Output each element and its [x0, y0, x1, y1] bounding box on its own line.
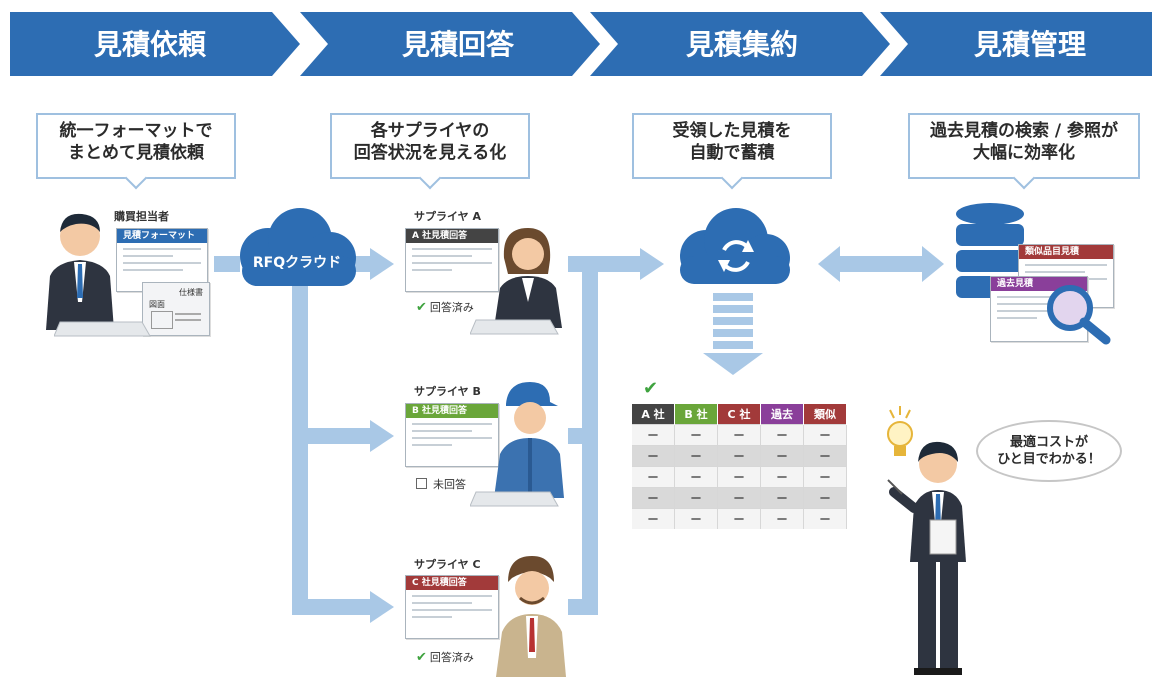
buyer-role-label: 購買担当者: [114, 210, 169, 223]
check-icon: ✔: [416, 650, 427, 665]
rfq-cloud-label: RFQクラウド: [252, 255, 342, 271]
magnifier-icon: [1047, 285, 1111, 345]
col-c: C 社: [717, 404, 761, 425]
bubble-request-line2: まとめて見積依頼: [68, 143, 204, 163]
col-past: 過去: [760, 404, 804, 425]
bubble-answer-line2: 回答状況を見える化: [353, 143, 507, 163]
unchecked-box-icon: [416, 478, 427, 489]
buyer-person-icon: [46, 213, 114, 330]
document-stack: 仕様書 図面: [142, 282, 210, 336]
supplier-c-status: ✔回答済み: [416, 649, 474, 665]
supplier-a-keyboard-icon: [470, 319, 559, 335]
comparison-table: A 社 B 社 C 社 過去 類似 ーーーーー ーーーーー ーーーーー ーーーー…: [632, 404, 847, 529]
supplier-c-card: C 社見積回答: [405, 575, 499, 639]
doc-spec-label: 仕様書: [179, 288, 203, 297]
storage-cloud-icon: [680, 208, 790, 284]
step-3-label: 見積集約: [686, 28, 798, 61]
step-4-label: 見積管理: [974, 28, 1086, 61]
bubble-request-line1: 統一フォーマットで: [59, 121, 213, 141]
bubble-manage: 過去見積の検索 / 参照が 大幅に効率化: [908, 113, 1140, 179]
supplier-c-card-title: C 社見積回答: [406, 576, 498, 590]
supplier-a-person-icon: [494, 228, 562, 328]
step-1-label: 見積依頼: [94, 28, 207, 61]
bubble-request: 統一フォーマットで まとめて見積依頼: [36, 113, 236, 179]
format-card: 見積フォーマット: [116, 228, 208, 292]
supplier-b-name: サプライヤ B: [414, 385, 481, 398]
bubble-aggregate: 受領した見積を 自動で蓄積: [632, 113, 832, 179]
format-card-title: 見積フォーマット: [117, 229, 207, 243]
manager-person-icon: [887, 441, 966, 675]
check-icon: ✔: [416, 300, 427, 315]
table-row: ーーーーー: [632, 445, 847, 467]
manager-line1: 最適コストが: [1009, 435, 1088, 450]
manager-line2: ひと目でわかる！: [997, 452, 1101, 467]
supplier-c-status-text: 回答済み: [429, 651, 474, 664]
bubble-manage-line2: 大幅に効率化: [973, 143, 1075, 163]
supplier-a-card: A 社見積回答: [405, 228, 499, 292]
col-b: B 社: [674, 404, 718, 425]
bubble-aggregate-line2: 自動で蓄積: [689, 143, 775, 163]
table-check-icon: ✔: [643, 378, 659, 399]
supplier-a-status-text: 回答済み: [429, 301, 474, 314]
doc-drawing-label: 図面: [149, 300, 165, 309]
supplier-b-status: 未回答: [416, 476, 466, 492]
rfq-cloud-icon: [240, 208, 356, 286]
bubble-answer-line1: 各サプライヤの: [370, 121, 490, 141]
similar-quote-title: 類似品目見積: [1019, 245, 1113, 259]
supplier-b-person-icon: [494, 382, 564, 498]
supplier-b-keyboard-icon: [470, 491, 559, 507]
step-2-label: 見積回答: [402, 28, 515, 61]
bubble-aggregate-line1: 受領した見積を: [672, 121, 792, 141]
manager-speech-bubble: 最適コストが ひと目でわかる！: [976, 420, 1122, 482]
lightbulb-icon: [887, 406, 913, 456]
buyer-keyboard-icon: [54, 321, 151, 337]
supplier-a-status: ✔回答済み: [416, 299, 474, 315]
supplier-b-card: B 社見積回答: [405, 403, 499, 467]
supplier-b-card-title: B 社見積回答: [406, 404, 498, 418]
step-header: 見積依頼 見積回答 見積集約 見積管理: [10, 8, 1152, 80]
supplier-c-name: サプライヤ C: [414, 558, 481, 571]
col-similar: 類似: [803, 404, 847, 425]
col-a: A 社: [632, 404, 675, 425]
supplier-a-card-title: A 社見積回答: [406, 229, 498, 243]
table-row: ーーーーー: [632, 424, 847, 446]
supplier-b-status-text: 未回答: [433, 478, 466, 491]
supplier-c-person-icon: [496, 556, 566, 677]
table-row: ーーーーー: [632, 508, 847, 529]
table-row: ーーーーー: [632, 487, 847, 509]
bubble-manage-line1: 過去見積の検索 / 参照が: [929, 121, 1119, 141]
bubble-answer: 各サプライヤの 回答状況を見える化: [330, 113, 530, 179]
table-row: ーーーーー: [632, 466, 847, 488]
supplier-a-name: サプライヤ A: [414, 210, 482, 223]
